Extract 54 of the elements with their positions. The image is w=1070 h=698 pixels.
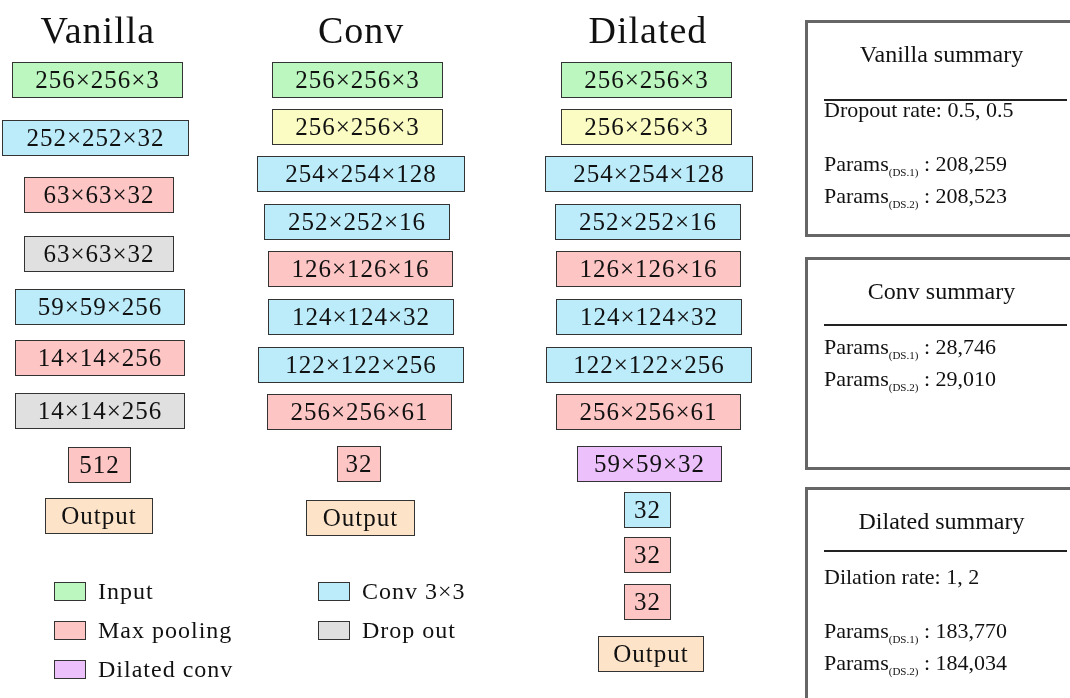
layer-box: 126×126×16 [268,251,453,287]
summary-text: Params$_{(DS.1)}$ : 28,746 [824,335,998,364]
panel-heading: Conv summary [866,278,1017,305]
layer-box: 32 [337,446,381,482]
summary-panel [805,487,1070,698]
layer-box: 254×254×128 [545,156,753,192]
legend-label: Drop out [362,617,456,644]
layer-box: 124×124×32 [268,299,454,335]
summary-text: Params$_{(DS.2)}$ : 208,523 [824,184,1009,213]
layer-box: 256×256×61 [267,394,452,430]
layer-box: 256×256×3 [272,109,443,145]
layer-box: 63×63×32 [24,236,174,272]
summary-text: Params$_{(DS.2)}$ : 29,010 [824,367,998,396]
layer-box: 14×14×256 [15,340,185,376]
layer-box: 122×122×256 [258,347,464,383]
layer-box: 32 [624,584,671,620]
layer-box: 512 [68,447,131,483]
summary-text: Params$_{(DS.2)}$ : 184,034 [824,651,1009,680]
layer-box: 256×256×3 [12,62,183,98]
layer-box: 59×59×32 [577,446,722,482]
summary-text: Params$_{(DS.1)}$ : 208,259 [824,152,1009,181]
summary-text: Params$_{(DS.1)}$ : 183,770 [824,619,1009,648]
layer-box: 126×126×16 [556,251,741,287]
panel-heading: Vanilla summary [858,41,1025,68]
layer-box: 59×59×256 [15,289,185,325]
legend-label: Max pooling [98,617,233,644]
layer-box: Output [45,498,153,534]
layer-box: 124×124×32 [556,299,742,335]
summary-text: Dropout rate: 0.5, 0.5 [824,98,1015,122]
layer-box: 14×14×256 [15,393,185,429]
layer-box: 252×252×32 [2,120,189,156]
layer-box: Output [598,636,704,672]
layer-box: 254×254×128 [257,156,465,192]
layer-box: 32 [624,537,671,573]
legend-label: Input [98,578,154,605]
column-title: Conv [318,8,405,52]
layer-box: 256×256×3 [561,62,732,98]
summary-panel [805,20,1070,237]
column-title: Dilated [588,8,708,52]
column-title: Vanilla [40,8,156,52]
layer-box: 32 [624,492,671,528]
layer-box: 256×256×3 [561,109,732,145]
layer-box: 256×256×3 [272,62,443,98]
layer-box: Output [306,500,415,536]
legend-label: Dilated conv [98,656,234,683]
layer-box: 122×122×256 [546,347,752,383]
legend-label: Conv 3×3 [362,578,466,605]
layer-box: 252×252×16 [555,204,741,240]
summary-panel [805,257,1070,470]
panel-heading: Dilated summary [857,508,1026,535]
layer-box: 63×63×32 [24,177,174,213]
layer-box: 252×252×16 [264,204,450,240]
layer-box: 256×256×61 [556,394,741,430]
summary-text: Dilation rate: 1, 2 [824,565,981,589]
